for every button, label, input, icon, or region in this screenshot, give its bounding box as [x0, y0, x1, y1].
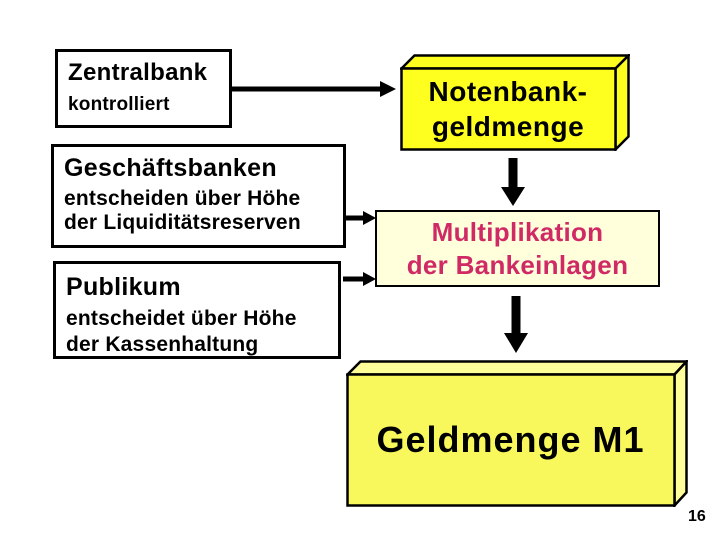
geldmenge-label: Geldmenge M1 [346, 374, 675, 505]
arrow-zentralbank-to-notenbank-icon [232, 81, 396, 97]
zentralbank-title: Zentralbank [68, 59, 208, 86]
page-number: 16 [688, 508, 706, 525]
zentralbank-subtitle: kontrolliert [68, 94, 170, 115]
notenbank-label-line2: geldmenge [431, 110, 585, 142]
geldmenge-label-text: Geldmenge M1 [376, 418, 645, 460]
notenbank-label-line1: Notenbank- [428, 75, 588, 107]
notenbank-right-face [614, 54, 630, 151]
arrow-notenbank-to-multiplikation-icon [501, 158, 525, 206]
notenbank-label: Notenbank- geldmenge [400, 68, 616, 149]
multiplikation-line1: Multiplikation [431, 216, 604, 247]
geldmenge-box: Geldmenge M1 [346, 360, 688, 507]
publikum-box: Publikum entscheidet über Höhe der Kasse… [53, 261, 341, 359]
arrow-geschaeftsbanken-to-multiplikation-icon [343, 211, 376, 225]
geschaeftsbanken-box: Geschäftsbanken entscheiden über Höhe de… [51, 144, 346, 248]
publikum-line1: entscheidet über Höhe [66, 307, 297, 330]
publikum-title: Publikum [66, 273, 181, 301]
notenbank-box: Notenbank- geldmenge [400, 54, 630, 151]
geschaeftsbanken-title: Geschäftsbanken [64, 154, 277, 182]
multiplikation-box: Multiplikation der Bankeinlagen [375, 210, 660, 287]
geldmenge-right-face [673, 360, 688, 507]
geschaeftsbanken-line2: der Liquiditätsreserven [64, 211, 301, 234]
geldmenge-front-face [346, 373, 676, 507]
arrow-publikum-to-multiplikation-icon [343, 272, 376, 286]
publikum-line2: der Kassenhaltung [66, 333, 259, 356]
notenbank-top-face [400, 54, 630, 70]
geschaeftsbanken-line1: entscheiden über Höhe [64, 187, 301, 210]
multiplikation-line2: der Bankeinlagen [406, 249, 629, 280]
geldmenge-box-shape [346, 360, 688, 507]
arrow-multiplikation-to-geldmenge-icon [504, 296, 528, 353]
notenbank-front-face [400, 67, 617, 151]
geldmenge-top-face [346, 360, 688, 376]
notenbank-box-shape [400, 54, 630, 151]
zentralbank-box: Zentralbank kontrolliert [55, 49, 232, 128]
